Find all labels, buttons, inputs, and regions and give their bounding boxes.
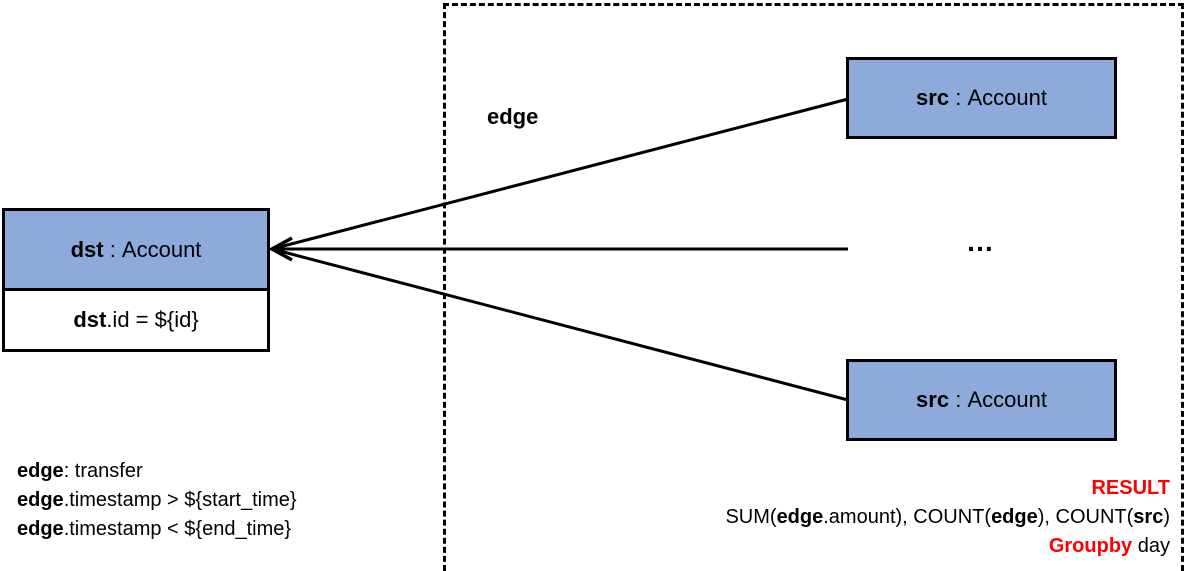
result-groupby: Groupby day xyxy=(725,532,1170,561)
groupby-field: day xyxy=(1132,535,1170,557)
edge-line-bottom xyxy=(271,247,849,402)
dst-filter-expr: .id = ${id} xyxy=(106,307,199,332)
condition-line: edge.timestamp > ${start_time} xyxy=(17,489,297,511)
dst-sep: : xyxy=(103,236,122,262)
condition-line: edge: transfer xyxy=(17,460,143,482)
src-var: src xyxy=(916,85,950,110)
result-scope-region xyxy=(443,3,1184,571)
dst-account-node[interactable]: dst : Account xyxy=(2,208,270,291)
result-aggregation: SUM(edge.amount), COUNT(edge), COUNT(src… xyxy=(725,506,1170,528)
src-var: src xyxy=(916,387,950,412)
edge-line-top xyxy=(271,97,849,251)
result-title: RESULT xyxy=(1091,477,1170,499)
condition-line: edge.timestamp < ${end_time} xyxy=(17,518,292,540)
src-type: Account xyxy=(967,387,1047,412)
dst-type: Account xyxy=(121,236,202,262)
src-sep: : xyxy=(949,387,968,412)
dst-filter-box: dst.id = ${id} xyxy=(2,291,270,352)
dst-filter-var: dst xyxy=(73,307,107,332)
edge-conditions: edge: transfer edge.timestamp > ${start_… xyxy=(17,457,297,544)
more-sources-ellipsis: … xyxy=(966,226,995,257)
result-block: RESULT SUM(edge.amount), COUNT(edge), CO… xyxy=(725,474,1170,561)
src-type: Account xyxy=(967,85,1047,110)
arrowhead-icon xyxy=(268,236,293,262)
groupby-keyword: Groupby xyxy=(1048,535,1133,557)
src-account-node-bottom[interactable]: src : Account xyxy=(846,359,1117,441)
src-sep: : xyxy=(949,85,968,110)
src-account-node-top[interactable]: src : Account xyxy=(846,57,1117,139)
edge-label: edge xyxy=(487,104,539,129)
dst-var: dst xyxy=(70,236,104,262)
